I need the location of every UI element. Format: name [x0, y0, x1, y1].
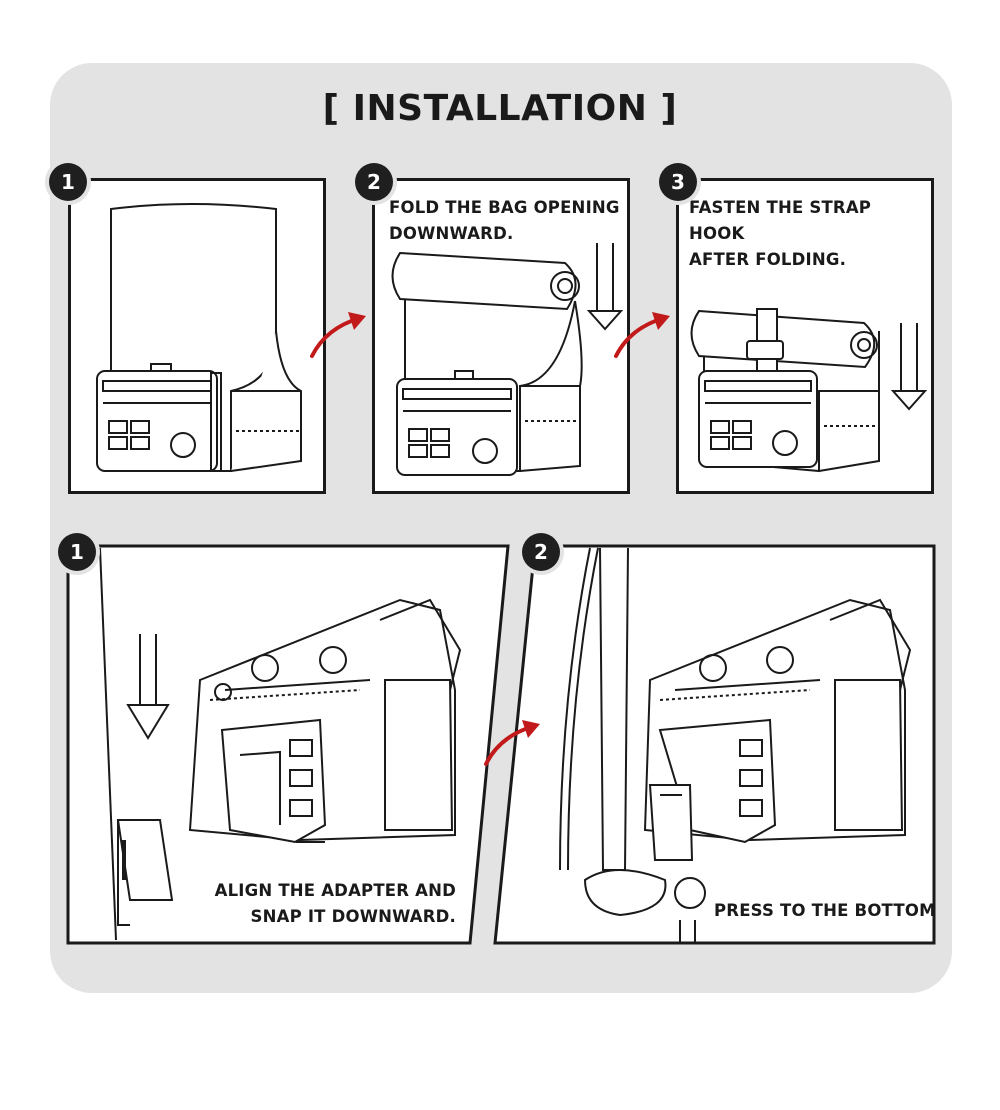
red-curved-arrow-icon — [310, 312, 366, 358]
red-curved-arrow-icon — [614, 312, 670, 358]
top-step-3-badge: 3 — [659, 163, 697, 201]
top-step-3-caption: FASTEN THE STRAP HOOK AFTER FOLDING. — [689, 195, 931, 273]
top-step-2-caption-line1: FOLD THE BAG OPENING — [389, 198, 620, 217]
top-step-2-caption-line2: DOWNWARD. — [389, 224, 514, 243]
bag-upright-illustration — [96, 203, 302, 472]
bottom-step-1-caption-line2: SNAP IT DOWNWARD. — [250, 907, 456, 926]
bottom-step-1-caption-line1: ALIGN THE ADAPTER AND — [214, 881, 456, 900]
top-step-2-caption: FOLD THE BAG OPENING DOWNWARD. — [389, 195, 620, 247]
top-step-3-caption-line1: FASTEN THE STRAP HOOK — [689, 198, 872, 243]
bottom-step-2-caption-line1: PRESS TO THE BOTTOM — [714, 901, 936, 920]
bag-fastened-illustration — [690, 308, 928, 473]
top-step-3-panel: FASTEN THE STRAP HOOK AFTER FOLDING. — [676, 178, 934, 494]
red-curved-arrow-icon — [484, 720, 540, 766]
top-step-1-panel — [68, 178, 326, 494]
bottom-step-1-badge: 1 — [58, 533, 96, 571]
top-step-1-badge: 1 — [49, 163, 87, 201]
bottom-step-2-badge: 2 — [522, 533, 560, 571]
top-step-2-panel: FOLD THE BAG OPENING DOWNWARD. — [372, 178, 630, 494]
bag-folded-illustration — [391, 243, 624, 476]
bottom-step-1-caption: ALIGN THE ADAPTER AND SNAP IT DOWNWARD. — [210, 878, 456, 930]
top-step-2-badge: 2 — [355, 163, 393, 201]
page-title: [ INSTALLATION ] — [322, 88, 678, 129]
bottom-step-2-caption: PRESS TO THE BOTTOM — [714, 898, 936, 924]
top-step-3-caption-line2: AFTER FOLDING. — [689, 250, 847, 269]
